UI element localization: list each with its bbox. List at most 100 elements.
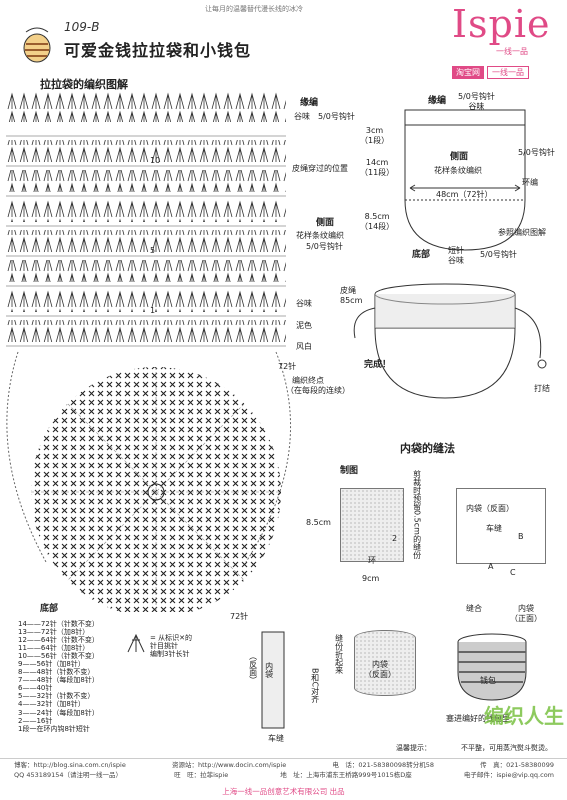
footer-addr-value: 上海市浦东王桥路999号1015栋D座	[306, 771, 412, 780]
stitch-count-72: 72针	[278, 362, 297, 371]
footer-tel: 电 话：021-58380098转分机58	[332, 761, 434, 769]
ring-label: 环编	[522, 178, 538, 187]
c-label: C	[510, 568, 516, 577]
a-label: A	[488, 562, 494, 571]
row-number-5: 5	[150, 246, 156, 255]
bottom-row: 10——56针（针数不变）	[18, 652, 99, 661]
symbol-note: = 从标识✕的 针目挑针 编制3针长针	[150, 634, 192, 659]
seam-allowance: 剪裁时预留0.5cm的缝份	[412, 470, 422, 559]
height-14cm: 14cm （11段）	[360, 158, 395, 177]
side-hook: 5/0号钩针	[306, 242, 343, 251]
footer-qq-value: 453189154（请注明一线一品）	[26, 771, 123, 780]
footer-fax-value: 021-58380099	[506, 761, 554, 769]
footer-fax: 传 真：021-58380099	[480, 761, 554, 769]
pouch-logo-icon	[20, 22, 54, 64]
height-3cm: 3cm （1段）	[360, 126, 390, 145]
ring-label-2: 环	[368, 556, 376, 565]
footer-res-link[interactable]: http://www.docin.com/ispie	[198, 761, 287, 769]
triple-stitch-symbol-icon	[124, 632, 148, 658]
end-mark: 编织终点	[292, 376, 324, 385]
bottom-row: 14——72针（针数不变）	[18, 620, 99, 628]
bag-bottom-hook: 5/0号钩针	[480, 250, 517, 259]
finished-bag-drawing	[353, 283, 547, 399]
bottom-row: 7——48针（每段加8针）	[18, 676, 99, 685]
row-number-1: 1	[150, 306, 156, 315]
bag-bottom-label: 底部	[412, 250, 431, 260]
footer-mail-label: 电子邮件：	[463, 771, 497, 780]
bottom-row: 3——24针（每段加8针）	[18, 708, 99, 717]
bag-side-detail: 花样条纹编织	[434, 166, 482, 175]
height-8-5cm: 8.5cm （14段）	[360, 212, 395, 231]
shop-name-badge[interactable]: 一线一品	[487, 66, 529, 79]
warm-tip-text: 不平整，可用蒸汽熨斗熨烫。	[461, 744, 552, 752]
footer-mail-link[interactable]: ispie@vip.qq.com	[496, 771, 554, 780]
taobao-badge[interactable]: 淘宝网	[452, 66, 484, 79]
bottom-title: 底部	[40, 604, 59, 614]
bag-edge-detail: 5/0号钩针 谷味	[458, 92, 495, 111]
brand-logo: Ispie	[452, 2, 551, 46]
cord-label: 皮绳 85cm	[340, 286, 363, 305]
color-2: 泥色	[296, 321, 312, 330]
crochet-chart	[6, 92, 292, 612]
bottom-row: 12——64针（针数不变）	[18, 636, 99, 645]
footer-blog-link[interactable]: http://blog.sina.com.cn/ispie	[33, 761, 126, 769]
bag-side-label: 侧面	[450, 152, 469, 162]
bag-width: 48cm（72针）	[436, 190, 493, 199]
company-name: 上海一线一品创意艺术有限公司 出品	[222, 787, 345, 796]
footer-qq: QQ 453189154（请注明一线一品）	[14, 771, 122, 779]
done-label: 完成！	[364, 360, 392, 370]
bag-edge-label: 缘编	[428, 96, 447, 106]
inner-vertical: 内袋	[264, 662, 274, 678]
inner-back-label: 内袋（反面）	[466, 504, 514, 513]
bottom-row: 4——32针（加8针）	[18, 700, 85, 709]
bag-hook-right: 5/0号钩针	[518, 148, 555, 157]
footer-wang-value: 拉菲ispie	[200, 771, 229, 780]
footer-wang-label: 旺 旺：	[174, 771, 201, 780]
fold-label: 缝份折起来	[334, 634, 344, 674]
pouch-label: 钱包	[480, 676, 496, 685]
footer-res-label: 资源站：	[172, 761, 198, 769]
bottom-row: 6——40针	[18, 684, 53, 693]
bottom-row-list: 14——72针（针数不变） 13——72针（加8针） 12——64针（针数不变）…	[18, 620, 128, 733]
bottom-row: 1段一在环内钩8针短针	[18, 724, 90, 733]
color-3: 风白	[296, 342, 312, 351]
cord-position-label: 皮绳穿过的位置	[292, 164, 348, 173]
footer-qq-label: QQ	[14, 771, 25, 780]
bottom-stitch-72: 72针	[230, 612, 249, 621]
bottom-row: 8——48针（针数不变）	[18, 668, 95, 677]
inner-front-label: 内袋 （正面）	[510, 604, 542, 623]
cut-height: 8.5cm	[306, 518, 331, 527]
side-detail: 花样条纹编织	[296, 231, 344, 240]
warm-tip: 温馨提示：不平整，可用蒸汽熨斗熨烫。	[396, 744, 552, 752]
section-title-chart: 拉拉袋的编织图解	[40, 78, 128, 91]
footer-divider	[0, 758, 567, 759]
footer: 博客：http://blog.sina.com.cn/ispie 资源站：htt…	[14, 761, 554, 780]
footer-addr-label: 地 址：	[280, 771, 307, 780]
bag-schematic	[404, 109, 526, 251]
pattern-code: 109-B	[64, 20, 100, 34]
tagline: 让每月的温馨替代漫长线的冰冷	[205, 5, 303, 13]
inner-back-panel	[456, 488, 546, 564]
inner-back-2: 内袋 （反面）	[364, 660, 396, 679]
bottom-row: 5——32针（针数不变）	[18, 692, 95, 701]
bottom-row: 13——72针（加8针）	[18, 628, 90, 637]
folded-strip	[261, 631, 285, 729]
ref-label: 参照编织图解	[498, 228, 546, 237]
knot-label: 打结	[534, 384, 550, 393]
footer-tel-label: 电 话：	[332, 761, 359, 769]
seam-together-label: 缝合	[466, 604, 482, 613]
page-title: 可爱金钱拉拉袋和小钱包	[64, 41, 252, 60]
shop-badges[interactable]: 淘宝网一线一品	[452, 60, 529, 79]
back-vertical: （反面）	[248, 652, 258, 684]
footer-mail: 电子邮件：ispie@vip.qq.com	[464, 771, 554, 779]
two-label: 2	[392, 534, 398, 543]
footer-res: 资源站：http://www.docin.com/ispie	[172, 761, 286, 769]
side-label: 侧面	[316, 218, 335, 228]
footer-tel-value: 021-58380098转分机58	[358, 761, 434, 769]
end-note: （在每段的连续）	[286, 386, 350, 395]
edge-detail: 谷味 5/0号钩针	[294, 112, 355, 121]
b-label: B	[518, 532, 524, 541]
footer-blog-label: 博客：	[14, 761, 34, 769]
inner-bag-title: 内袋的缝法	[400, 442, 455, 455]
bottom-row: 2——16针	[18, 716, 53, 725]
